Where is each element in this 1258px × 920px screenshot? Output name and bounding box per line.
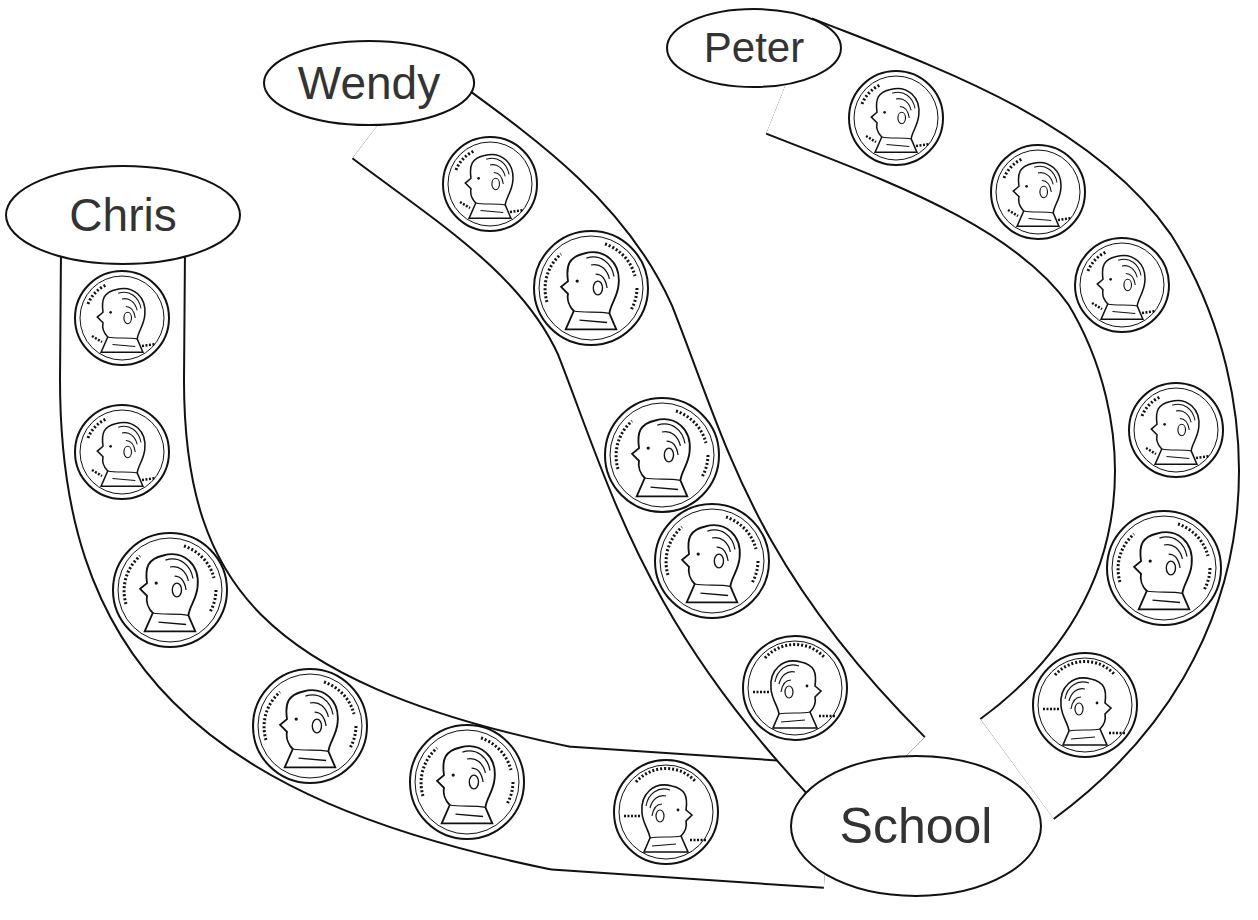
name-ellipse: Chris [5,165,241,265]
road-outline [390,109,881,781]
road-band [390,109,881,781]
dime-coin [1075,238,1169,332]
person-name: Peter [704,25,804,71]
dime-coin [1129,383,1223,477]
dime-coin [849,71,943,165]
dime-coin [991,145,1085,239]
name-ellipse: Peter [666,8,842,88]
nickel-coin [655,504,769,618]
penny-coin [1033,653,1137,757]
penny-coin [614,760,718,864]
nickel-coin [253,669,367,783]
dime-coin [443,137,537,231]
name-ellipse: School [790,755,1042,897]
person-name: Chris [69,190,176,241]
road-outline [789,76,1177,769]
road-fill [390,109,881,781]
person-name: Wendy [298,58,440,109]
nickel-coin [605,398,719,512]
nickel-coin [1107,511,1221,625]
person-name: School [840,799,993,854]
road-band [789,76,1177,769]
name-ellipse: Wendy [263,40,475,126]
dime-coin [75,405,169,499]
dime-coin [75,271,169,365]
penny-coin [743,636,847,740]
nickel-coin [534,231,648,345]
road-fill [789,76,1177,769]
nickel-coin [410,725,524,839]
nickel-coin [113,533,227,647]
